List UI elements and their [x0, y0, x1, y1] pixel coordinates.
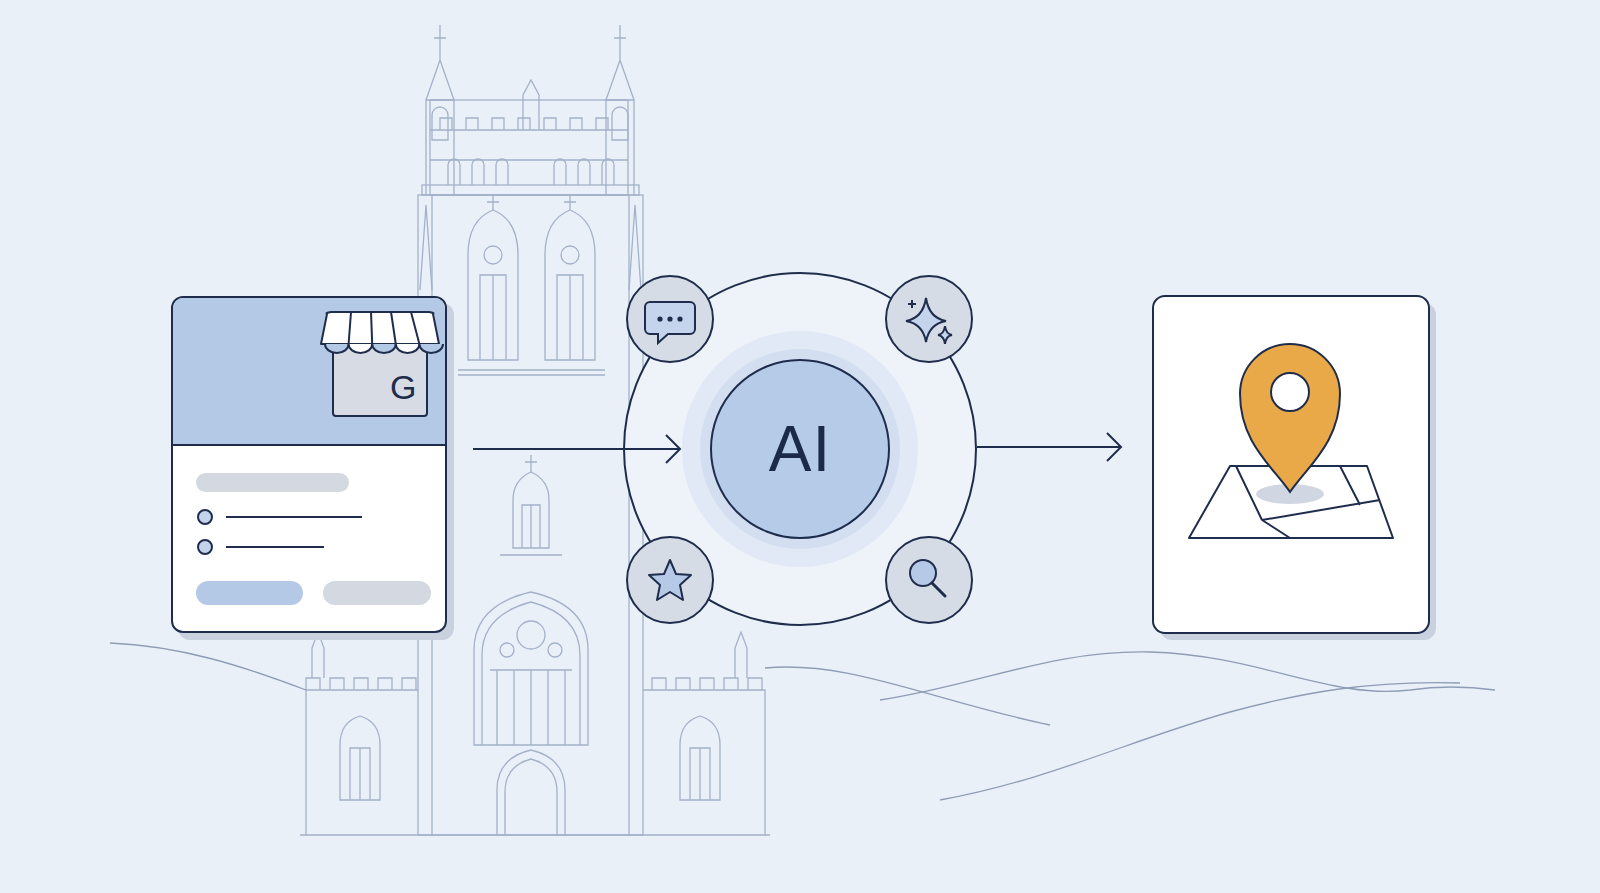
- flow-arrow: [473, 435, 680, 463]
- center-label: AI: [769, 417, 831, 481]
- storefront-icon: [321, 312, 443, 416]
- ai-circle: AI: [710, 359, 890, 539]
- satellite-icons: [627, 276, 972, 623]
- card-artwork: [171, 296, 447, 633]
- profile-card: G: [171, 296, 447, 633]
- hill-lines: [110, 643, 1495, 800]
- output-arrow: [977, 433, 1121, 461]
- card-header: [171, 296, 447, 445]
- map-card: [1153, 296, 1436, 640]
- storefront-letter: G: [390, 370, 416, 404]
- arrow-head: [666, 435, 680, 463]
